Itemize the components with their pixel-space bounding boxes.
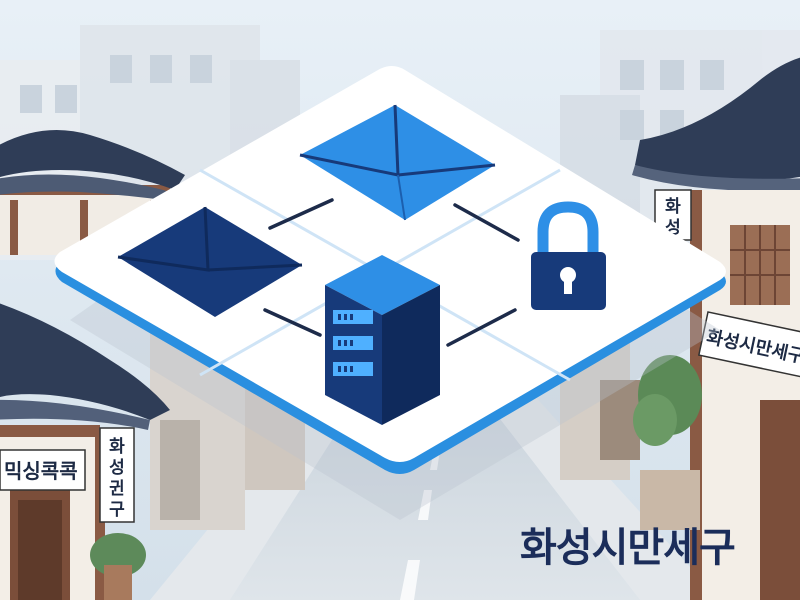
right-long-sign: 화성시만세구: [697, 311, 800, 378]
left-vertical-char: 성: [109, 458, 125, 478]
caption-text: 화성시만세구: [520, 525, 736, 571]
left-vertical-char: 화: [109, 437, 125, 457]
right-top-sign: 화 성: [654, 189, 692, 241]
server-icon: [325, 255, 440, 425]
right-top-char: 화: [665, 197, 681, 217]
connection-lines: [263, 198, 520, 347]
envelope-icon: [117, 206, 303, 317]
left-vertical-sign: 화 성 귄 구: [99, 427, 135, 523]
envelope-icon: [299, 104, 496, 221]
left-shop-sign: 믹싱콕콕: [0, 449, 86, 491]
left-horizontal-sign-text: 믹싱콕콕: [4, 459, 78, 483]
left-vertical-char: 구: [109, 500, 125, 520]
left-vertical-char: 귄: [109, 479, 125, 499]
lock-icon: [531, 201, 606, 310]
